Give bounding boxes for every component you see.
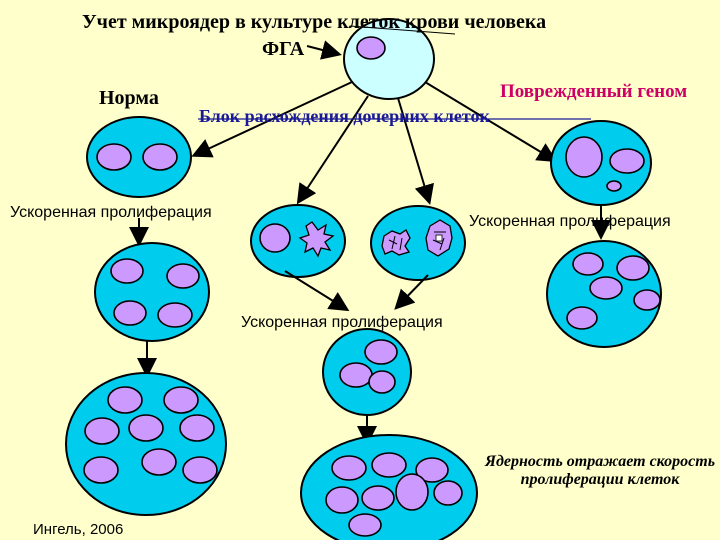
norm-cell-4 [94, 242, 210, 342]
top-cell [343, 18, 435, 100]
proliferation-label-right: Ускоренная пролиферация [469, 213, 671, 230]
arrow-to-block-right [397, 97, 434, 205]
damaged-cell [550, 120, 652, 206]
norm-cell-8 [65, 372, 227, 516]
block-label: Блок расхождения дочерних клеток [199, 106, 490, 126]
damaged-cell-4 [546, 240, 662, 348]
block-cell-left [250, 204, 346, 278]
title-line-2: ФГА [262, 38, 305, 60]
fragmented-nucleus-icon [298, 221, 335, 258]
proliferation-label-left: Ускоренная пролиферация [10, 204, 212, 221]
arrow-block-left-to-center [284, 270, 350, 312]
title-line-1: Учет микроядер в культуре клеток крови ч… [82, 11, 547, 33]
arrow-to-damaged [424, 81, 558, 163]
damaged-genome-label: Поврежденный геном [500, 81, 688, 102]
proliferation-label-center: Ускоренная пролиферация [241, 314, 443, 331]
norm-cell [86, 116, 192, 198]
center-cell [322, 328, 412, 416]
nuclearity-note: Ядерность отражает скорость пролиферации… [484, 453, 716, 489]
arrow-block-right-to-center [394, 274, 429, 310]
norm-label: Норма [99, 87, 159, 109]
title-arrow [306, 40, 342, 60]
block-cell-right [370, 205, 466, 281]
fragmented-nucleus-icon [381, 229, 411, 256]
center-cell-large [300, 434, 478, 540]
credit-label: Ингель, 2006 [33, 521, 124, 538]
title-strike [349, 25, 456, 35]
arrow-to-block-left [296, 95, 369, 205]
